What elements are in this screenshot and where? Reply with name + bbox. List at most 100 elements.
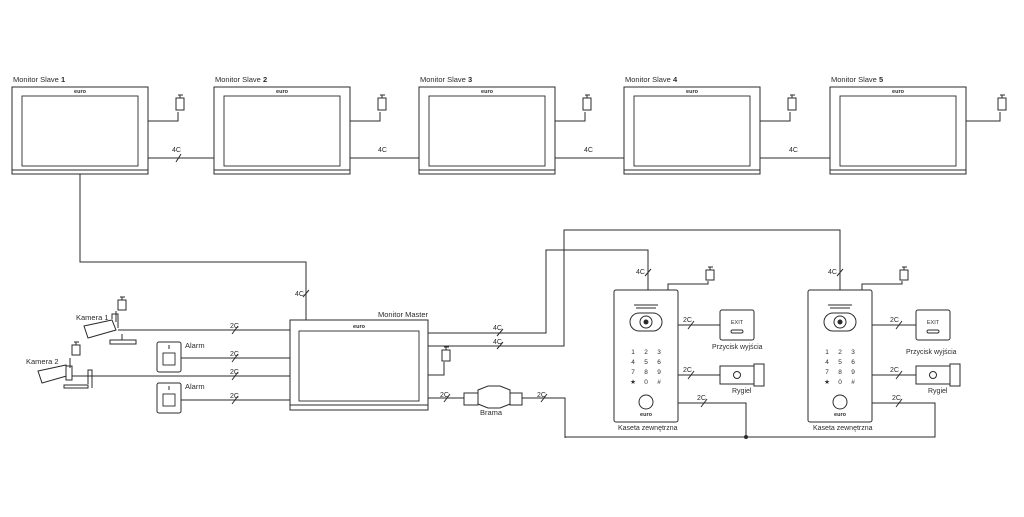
wire-4c-label: 4C [172,147,181,154]
brand-logo: euro [353,324,366,330]
slave-monitor-1: Monitor Slave 1 euro [11,75,149,175]
keypad-key: 3 [851,349,855,356]
exit-button-icon [719,309,755,341]
brand-logo: euro [640,412,653,418]
exit-button-1: EXIT Przycisk wyjścia [712,309,763,351]
master-panel-links: 4C 4C 4C 4C [428,229,844,350]
left-wire-labels: 2C 2C 2C 2C [230,323,239,405]
camera-2: Kamera 2 [26,341,290,389]
keypad-key: 4 [631,359,635,366]
keypad-key: 9 [657,369,661,376]
wire-2c-label: 2C [440,392,449,399]
slave-label-1: Monitor Slave 1 [13,75,65,84]
camera-1: Kamera 1 [76,296,290,345]
keypad-key: ★ [630,378,636,386]
wire-4c-label: 4C [789,147,798,154]
slave-master-link: 4C [79,174,310,320]
wire-4c-label: 4C [584,147,593,154]
slave-label-5: Monitor Slave 5 [831,75,883,84]
exit-text: EXIT [927,320,940,326]
power-adapter-icon [175,94,185,111]
camera-icon [83,319,117,339]
exit-button-2: EXIT Przycisk wyjścia [906,309,957,356]
slave-monitor-4: Monitor Slave 4 euro [623,75,761,175]
exit-text: EXIT [731,320,744,326]
lock-label: Rygiel [732,388,752,395]
wire-2c-label: 2C [230,393,239,400]
brand-logo: euro [892,89,905,95]
slave-monitor-3: Monitor Slave 3 euro [418,75,556,175]
keypad-key: # [851,379,855,386]
brand-logo: euro [276,89,289,95]
alarm-1: Alarm [156,341,290,373]
wire-2c-label: 2C [892,395,901,402]
power-adapter-icon [705,266,715,281]
wire-4c-label: 4C [295,291,304,298]
camera-icon [37,364,71,384]
slave-screen-1 [21,95,139,167]
brand-logo: euro [74,89,87,95]
wire-4c-label: 4C [636,269,645,276]
gate-label: Brama [480,408,503,417]
call-button-icon [832,394,848,410]
power-adapter-icon [117,296,127,311]
lock-1: Rygiel [719,363,765,395]
wire-2c-label: 2C [683,317,692,324]
power-adapter-icon [582,94,592,111]
alarm-2: Alarm [156,382,290,414]
keypad-key: 9 [851,369,855,376]
exit-button-label: Przycisk wyjścia [712,344,763,351]
keypad-key: 5 [838,359,842,366]
keypad-key: ★ [824,378,830,386]
wire-2c-label: 2C [683,367,692,374]
wire-4c-label: 4C [493,339,502,346]
keypad-key: 2 [644,349,648,356]
master-monitor: Monitor Master euro [289,310,451,411]
keypad-key: 0 [838,379,842,386]
slave-screen-3 [428,95,546,167]
exit-button-label: Przycisk wyjścia [906,349,957,356]
keypad-key: 8 [838,369,842,376]
call-button-icon [638,394,654,410]
wire-2c-label: 2C [230,351,239,358]
keypad-key: 3 [657,349,661,356]
master-screen [298,330,420,402]
slave-label-4: Monitor Slave 4 [625,75,678,84]
slave-power-adapters [148,94,1007,122]
wire-4c-label: 4C [828,269,837,276]
wire-2c-label: 2C [230,323,239,330]
camera-2-label: Kamera 2 [26,357,59,366]
outdoor-panel-2: 1 2 3 4 5 6 7 8 9 ★ 0 # euro Kaseta zewn… [807,266,916,432]
exit-button-icon [915,309,951,341]
power-adapter-icon [997,94,1007,111]
power-adapter-icon [71,341,81,356]
wire-2c-label: 2C [697,395,706,402]
keypad-key: 1 [631,349,635,356]
slave-monitor-2: Monitor Slave 2 euro [213,75,351,175]
wire-4c-label: 4C [378,147,387,154]
gate-motor-icon [463,392,479,406]
power-adapter-icon [377,94,387,111]
slave-monitor-5: Monitor Slave 5 euro [829,75,967,175]
power-adapter-icon [441,346,451,362]
outdoor-panel-1: 1 2 3 4 5 6 7 8 9 ★ 0 # euro Kaseta zewn… [613,266,720,432]
slave-screen-5 [839,95,957,167]
lock-2: Rygiel [915,363,961,395]
wire-2c-label: 2C [890,367,899,374]
keypad-key: 4 [825,359,829,366]
brand-logo: euro [481,89,494,95]
keypad-key: 8 [644,369,648,376]
lock-label: Rygiel [928,388,948,395]
slave-screen-4 [633,95,751,167]
keypad-key: 2 [838,349,842,356]
gate: 2C Brama 2C [428,385,566,438]
camera-1-label: Kamera 1 [76,313,109,322]
slave-label-2: Monitor Slave 2 [215,75,267,84]
alarm-label: Alarm [185,382,205,391]
keypad-key: 5 [644,359,648,366]
panel-label: Kaseta zewnętrzna [618,425,678,432]
keypad-key: 7 [631,369,635,376]
power-adapter-icon [899,266,909,281]
bottom-bus [565,402,936,439]
